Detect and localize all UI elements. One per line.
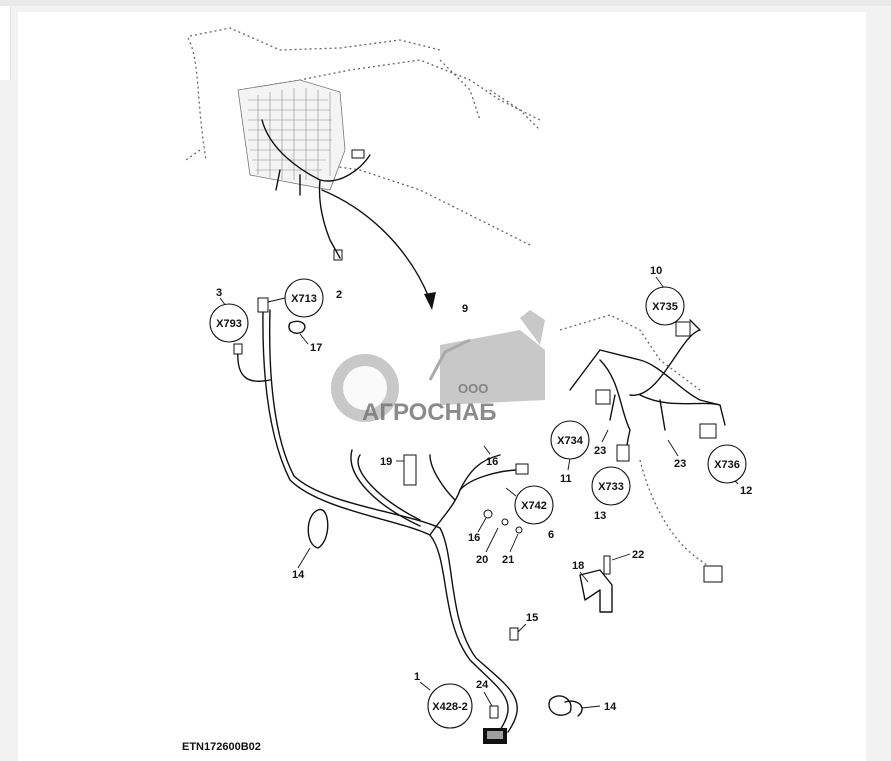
locator-arrow [321,189,436,310]
connector-x713: X713 [267,278,324,318]
callout-16a: 16 [486,456,498,468]
callout-23b: 23 [674,458,686,470]
connector-x428-2: X428-2 [427,683,473,729]
connector-x736: X736 [707,444,747,484]
callout-21: 21 [502,554,514,566]
svg-text:X713: X713 [291,293,317,305]
connector-x733: X733 [591,466,631,506]
callout-2: 2 [336,289,342,301]
callout-24: 24 [476,679,489,691]
main-harness [233,297,583,744]
callout-10: 10 [650,265,662,277]
callout-22: 22 [632,549,644,561]
watermark-brand: АГРОСНАБ [362,399,497,426]
window-top-bar [0,0,891,6]
callout-18: 18 [572,560,584,572]
side-panel-edge [0,6,11,80]
connector-x742: X742 [505,485,554,525]
callout-9: 9 [462,303,468,315]
callout-11: 11 [560,473,572,485]
connector-x734: X734 [550,420,590,460]
connector-labels: X793 X713 X735 X734 X733 X736 X742 [209,278,747,729]
callout-12: 12 [740,485,752,497]
callout-3: 3 [216,287,222,299]
svg-text:X733: X733 [598,481,624,493]
callout-16b: 16 [468,532,480,544]
callout-15: 15 [526,612,538,624]
callout-6: 6 [548,529,554,541]
callout-17: 17 [310,342,322,354]
svg-text:X735: X735 [652,301,678,313]
callout-14b: 14 [604,701,617,713]
callout-20: 20 [476,554,488,566]
svg-text:X793: X793 [216,318,242,330]
svg-text:X734: X734 [557,435,584,447]
connector-x735: X735 [645,286,685,326]
callout-14a: 14 [292,569,305,581]
svg-text:X736: X736 [714,459,740,471]
right-harness [559,314,726,613]
callout-23a: 23 [594,445,606,457]
callout-1: 1 [414,671,420,683]
figure-id: ETN172600B02 [182,741,261,753]
svg-text:X742: X742 [521,500,547,512]
callout-19: 19 [380,456,392,468]
locator-overview [185,27,541,261]
svg-text:X428-2: X428-2 [432,701,467,713]
watermark-company: ООО [458,381,488,396]
callouts: 3 2 17 9 10 11 12 13 23 23 19 16 16 20 2… [216,265,752,713]
callout-13: 13 [594,510,606,522]
connector-x793: X793 [209,303,249,343]
watermark-logo: ООО АГРОСНАБ [331,310,545,426]
